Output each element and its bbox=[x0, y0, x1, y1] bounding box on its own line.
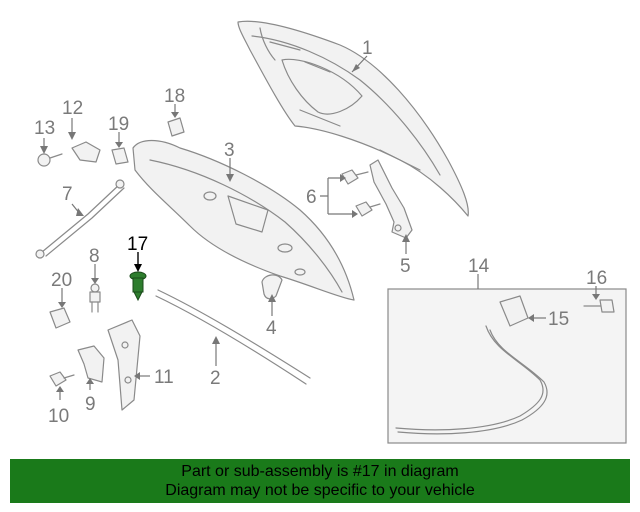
callout-7: 7 bbox=[62, 184, 73, 205]
callout-12: 12 bbox=[62, 98, 83, 119]
banner-line-part: Part or sub-assembly is #17 in diagram bbox=[181, 463, 459, 480]
hood-panel bbox=[237, 20, 469, 217]
info-banner: Part or sub-assembly is #17 in diagram D… bbox=[10, 459, 630, 503]
hood-insulator bbox=[132, 139, 355, 301]
callout-9: 9 bbox=[85, 394, 96, 415]
retainer-clip bbox=[49, 307, 71, 329]
ball-stud bbox=[37, 153, 63, 167]
callout-14: 14 bbox=[468, 256, 490, 277]
leader-lines bbox=[40, 55, 600, 400]
hood-hinge bbox=[369, 159, 413, 239]
callout-16: 16 bbox=[586, 268, 607, 289]
hood-bumper bbox=[261, 274, 283, 300]
callout-labels: 1 2 3 4 5 6 7 8 9 10 11 12 13 14 15 16 1… bbox=[34, 38, 607, 427]
highlighted-push-pin bbox=[129, 271, 147, 302]
hood-lift-support bbox=[35, 179, 125, 259]
callout-13: 13 bbox=[34, 118, 55, 139]
callout-4: 4 bbox=[266, 318, 277, 339]
callout-15: 15 bbox=[548, 309, 569, 330]
callout-11: 11 bbox=[154, 367, 174, 388]
callout-2: 2 bbox=[210, 368, 221, 389]
callout-5: 5 bbox=[400, 256, 411, 277]
callout-10: 10 bbox=[48, 406, 69, 427]
support-bracket bbox=[71, 141, 101, 163]
bracket-bolt bbox=[49, 371, 75, 387]
banner-line-disclaimer: Diagram may not be specific to your vehi… bbox=[165, 482, 475, 499]
callout-3: 3 bbox=[224, 140, 235, 161]
hood-weatherstrip bbox=[155, 289, 311, 385]
callout-19: 19 bbox=[108, 114, 129, 135]
callout-8: 8 bbox=[89, 246, 100, 267]
callout-6: 6 bbox=[306, 187, 317, 208]
latch-bracket bbox=[77, 319, 141, 411]
hinge-bolts bbox=[341, 169, 381, 217]
support-pin bbox=[89, 283, 101, 313]
callout-1: 1 bbox=[362, 38, 373, 59]
callout-17: 17 bbox=[127, 234, 148, 255]
cable-bolt bbox=[583, 299, 615, 313]
rubber-bumpers bbox=[111, 117, 185, 165]
cable-inset bbox=[387, 288, 627, 444]
callout-18: 18 bbox=[164, 86, 185, 107]
callout-20: 20 bbox=[51, 270, 72, 291]
